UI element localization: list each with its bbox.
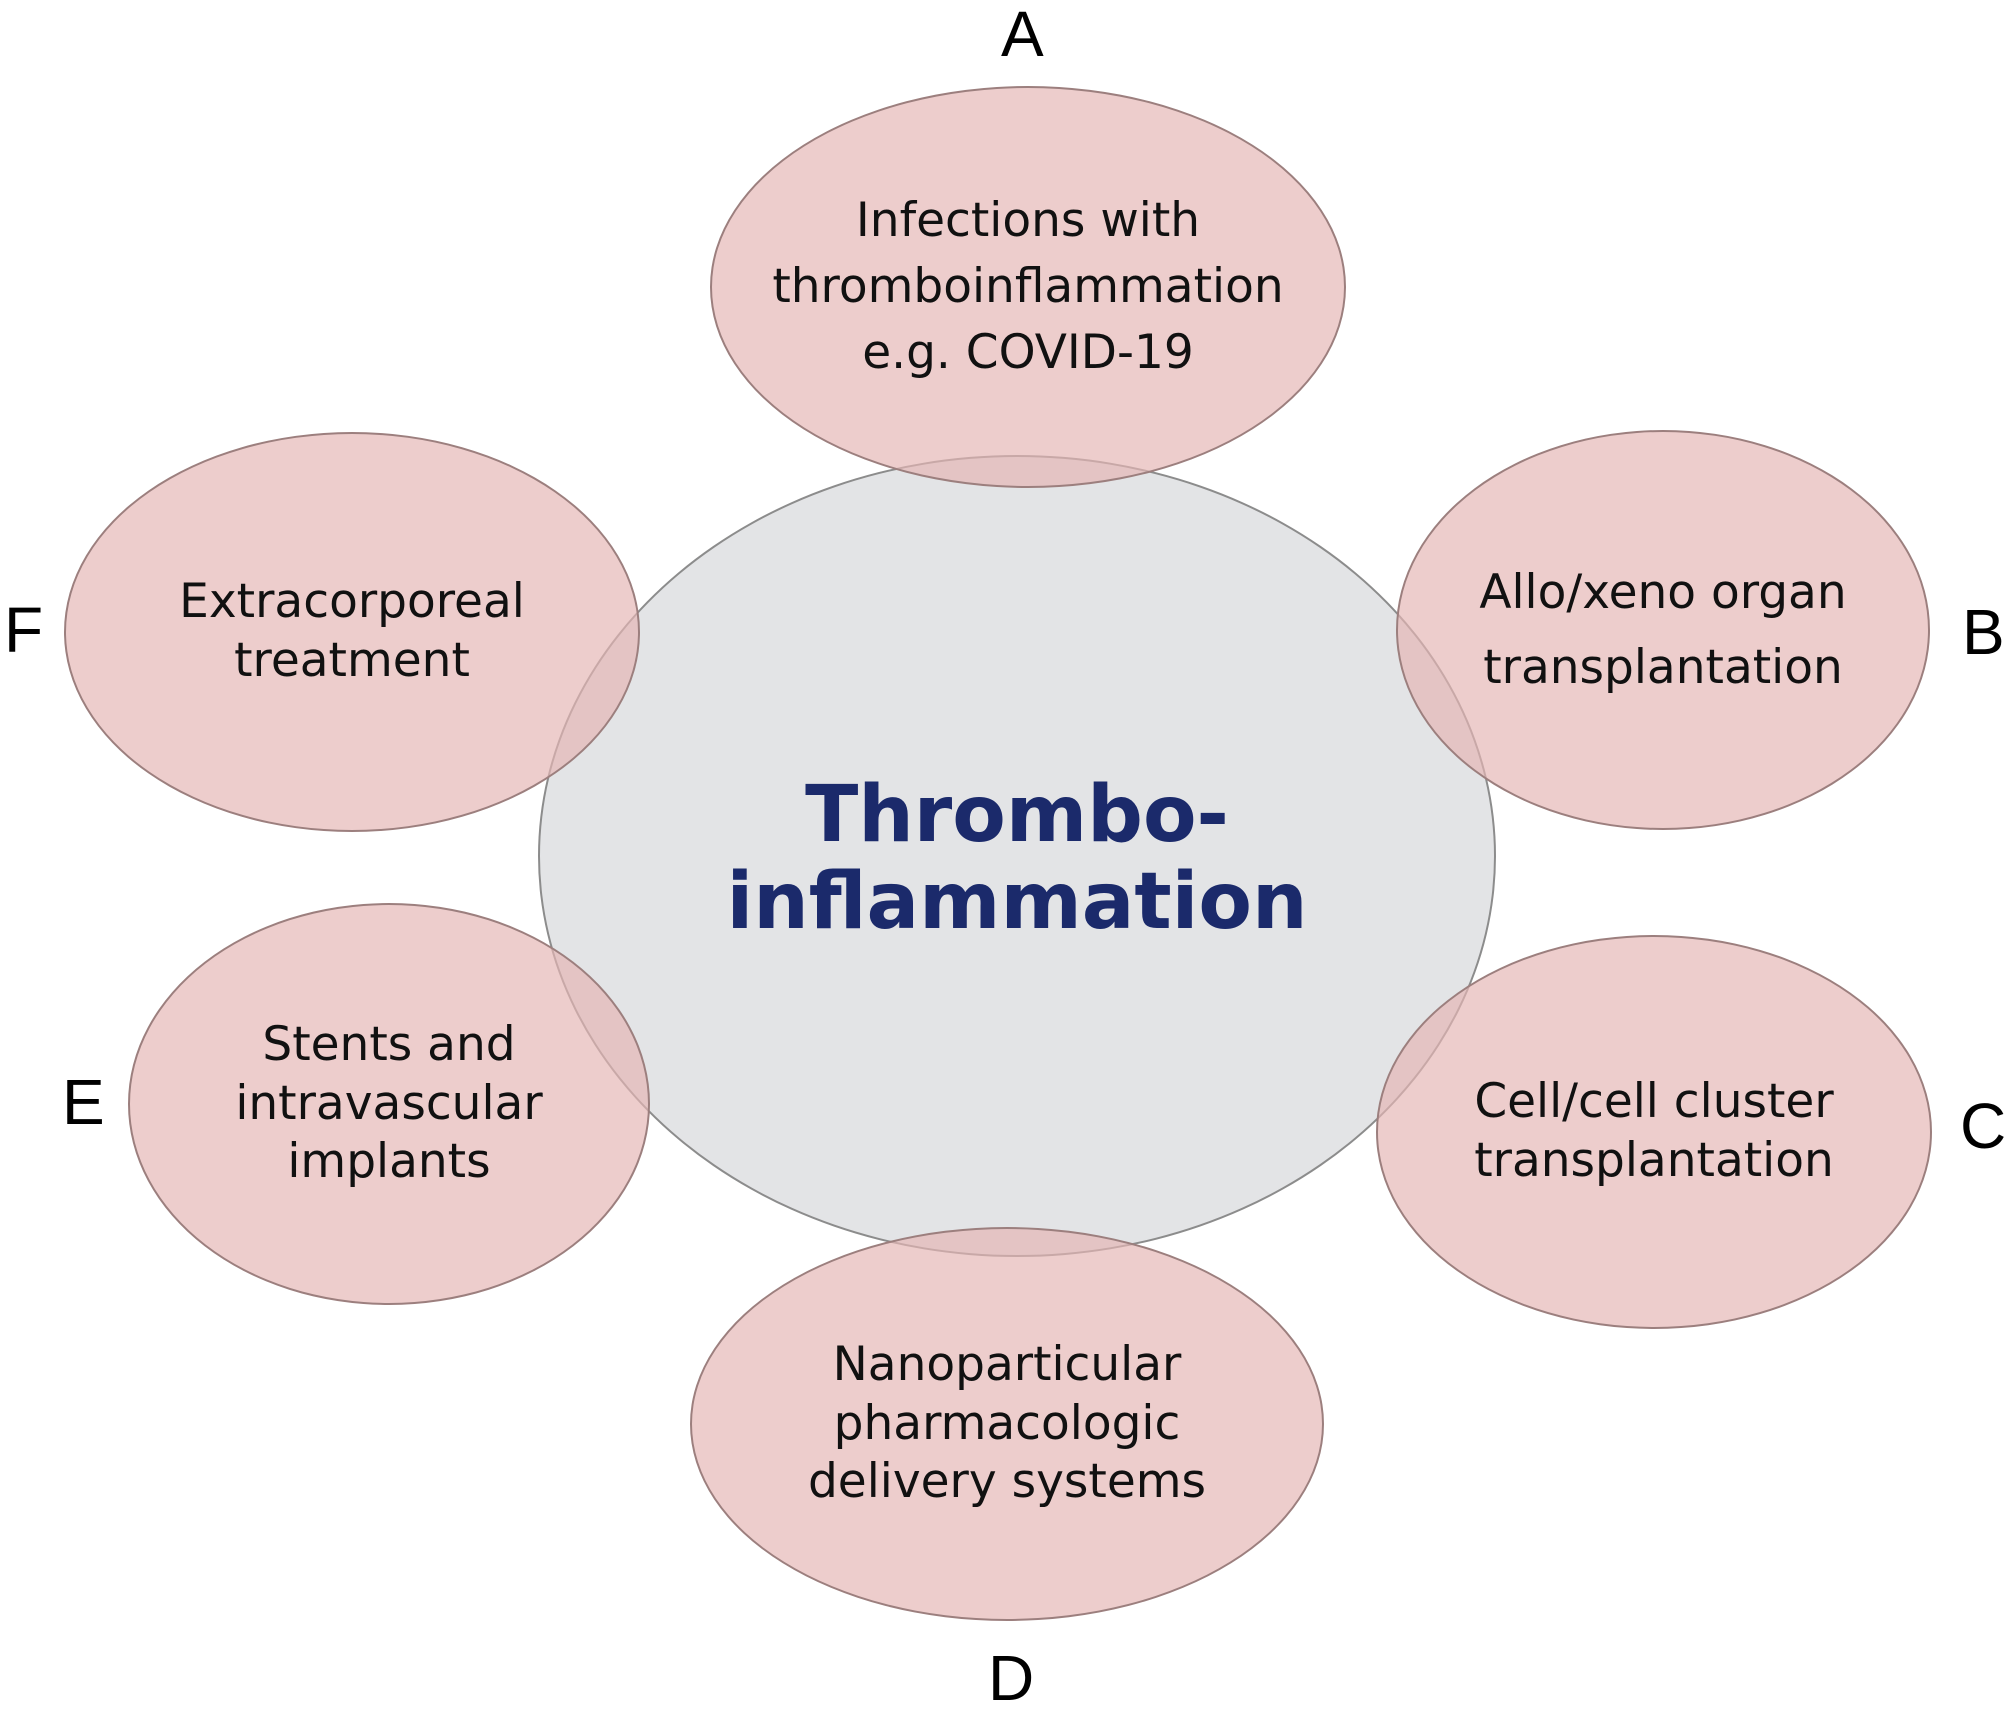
node-c-line-2: transplantation: [1474, 1133, 1834, 1188]
marker-c: C: [1960, 1090, 2007, 1162]
node-a-text: Infections with thromboinflammation e.g.…: [772, 188, 1283, 385]
marker-b: B: [1962, 596, 2005, 668]
node-d-line-1: Nanoparticular: [832, 1336, 1182, 1392]
node-c-cell-transplantation: Cell/cell cluster transplantation: [1376, 935, 1932, 1329]
node-b-text: Allo/xeno organ transplantation: [1479, 555, 1846, 705]
node-e-line-3: implants: [287, 1134, 491, 1190]
node-a-line-2: thromboinflammation: [772, 259, 1284, 315]
node-a-line-3: e.g. COVID-19: [862, 324, 1194, 380]
node-e-text: Stents and intravascular implants: [235, 1016, 542, 1192]
node-d-text: Nanoparticular pharmacologic delivery sy…: [808, 1336, 1206, 1512]
node-f-extracorporeal-treatment: Extracorporeal treatment: [64, 432, 640, 832]
node-e-stents-implants: Stents and intravascular implants: [128, 903, 650, 1305]
marker-a: A: [1001, 0, 1044, 70]
node-d-line-2: pharmacologic: [833, 1395, 1181, 1451]
node-b-line-2: transplantation: [1483, 640, 1843, 695]
node-e-line-2: intravascular: [235, 1075, 543, 1131]
node-b-organ-transplantation: Allo/xeno organ transplantation: [1396, 430, 1930, 830]
node-f-line-1: Extracorporeal: [179, 574, 525, 630]
marker-e: E: [62, 1066, 105, 1138]
node-d-line-3: delivery systems: [807, 1454, 1207, 1510]
center-ellipse: [538, 455, 1496, 1257]
marker-f: F: [4, 594, 44, 666]
marker-d: D: [988, 1642, 1035, 1714]
node-a-line-1: Infections with: [855, 193, 1201, 249]
node-b-line-1: Allo/xeno organ: [1479, 564, 1847, 620]
node-c-line-1: Cell/cell cluster: [1474, 1074, 1834, 1130]
node-d-nanoparticular-delivery: Nanoparticular pharmacologic delivery sy…: [690, 1227, 1324, 1621]
node-f-line-2: treatment: [234, 633, 470, 688]
node-f-text: Extracorporeal treatment: [179, 573, 525, 691]
node-e-line-1: Stents and: [262, 1016, 516, 1072]
node-a-infections: Infections with thromboinflammation e.g.…: [710, 86, 1346, 488]
node-c-text: Cell/cell cluster transplantation: [1474, 1073, 1834, 1191]
